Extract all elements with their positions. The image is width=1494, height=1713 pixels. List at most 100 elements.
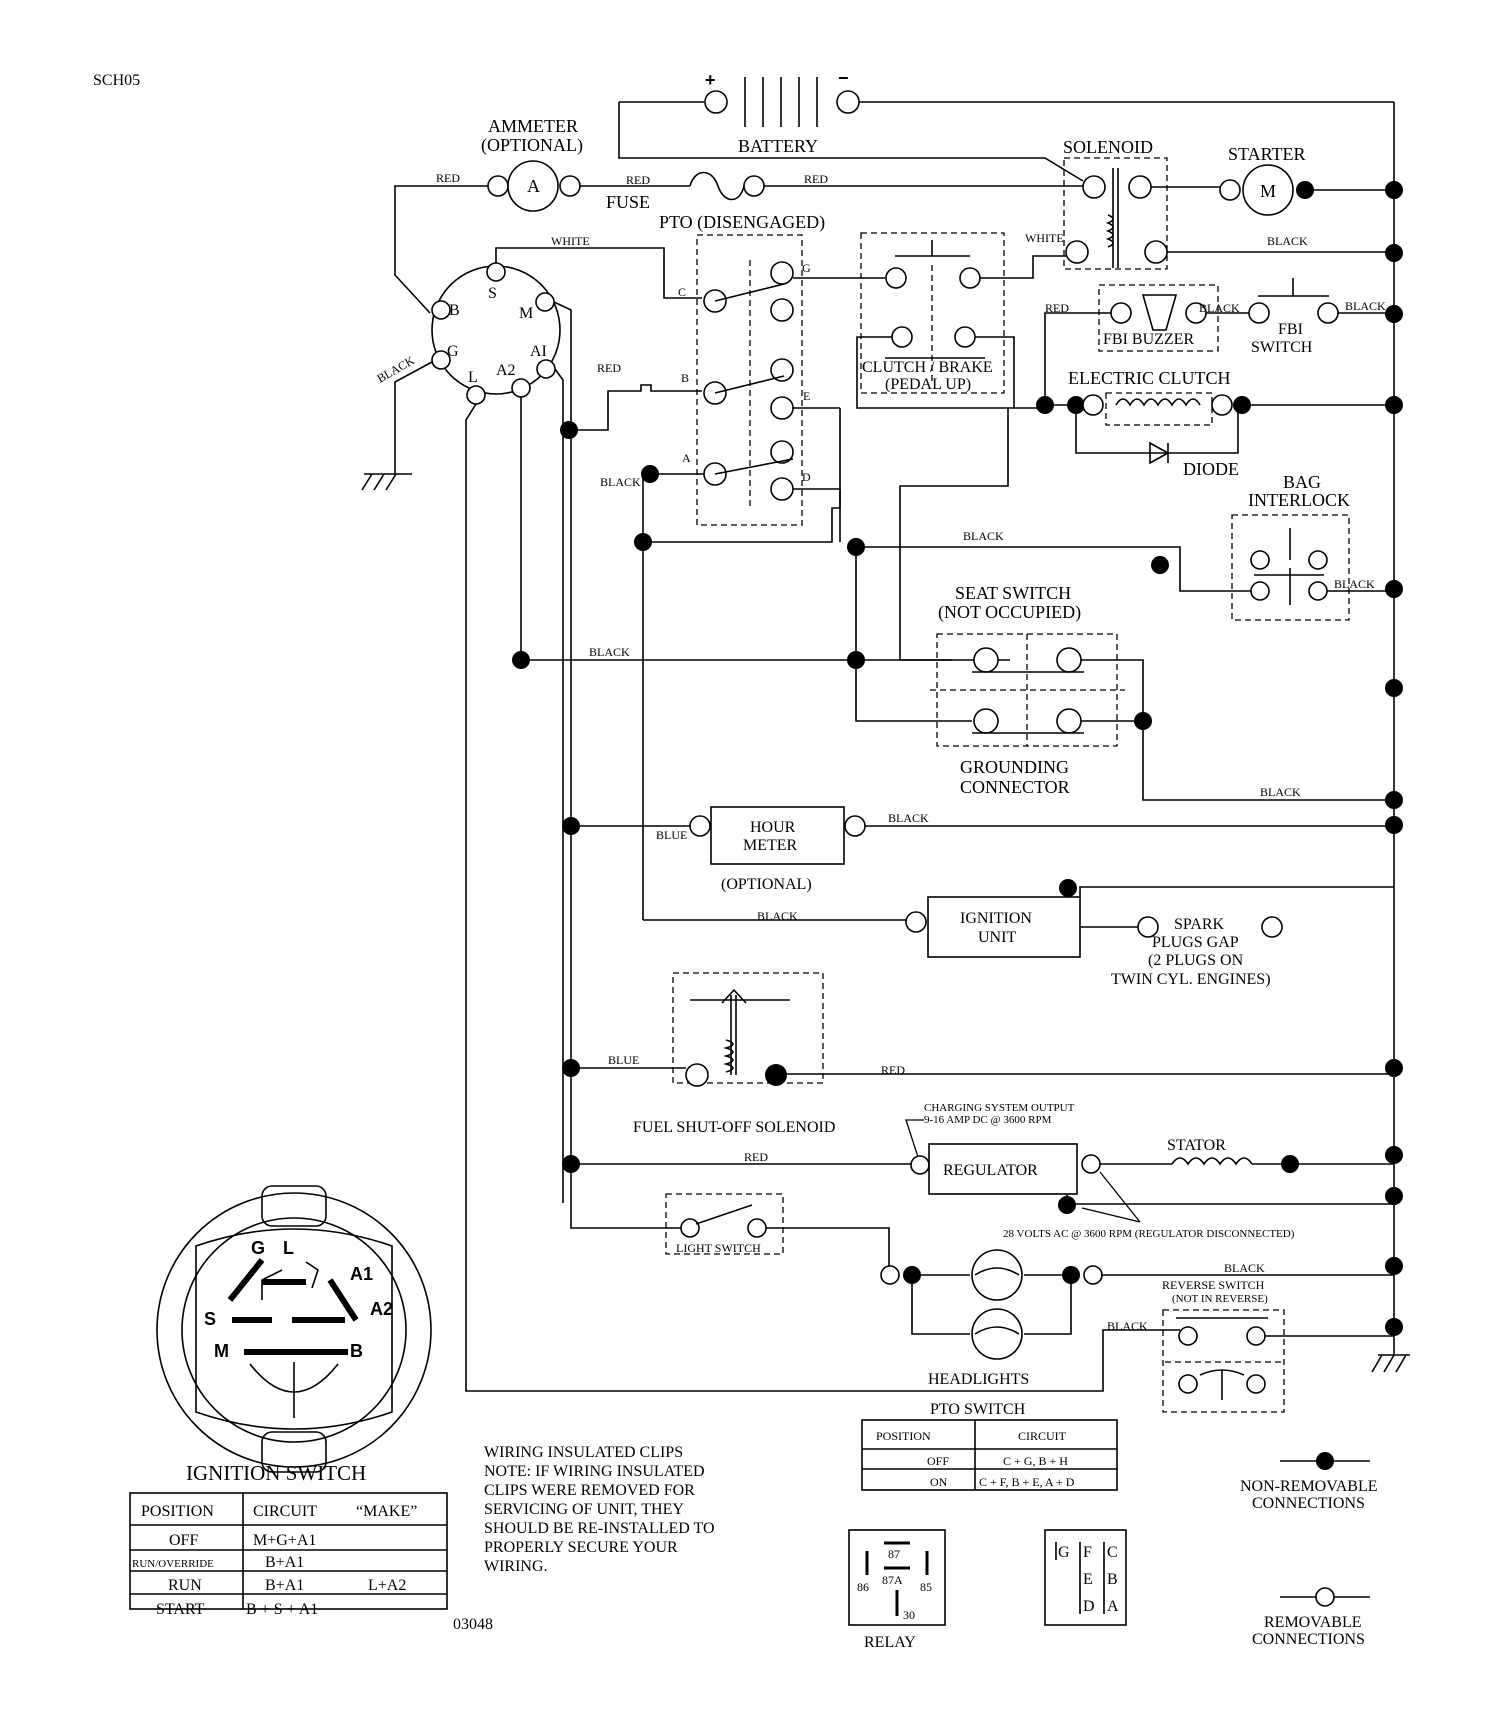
wire-label-black-pto-a: BLACK (600, 475, 641, 489)
pto-terminal-e: E (803, 389, 810, 403)
battery-minus: − (838, 68, 849, 88)
ign-table-header-position: POSITION (141, 1503, 214, 1520)
wire-label-black-head: BLACK (1224, 1261, 1265, 1275)
ign-terminal-s: S (488, 285, 497, 302)
ign-row-3-position: RUN (168, 1577, 202, 1594)
battery-plus: + (705, 70, 716, 90)
ign-terminal-l: L (468, 369, 478, 386)
wire-label-red-fuel: RED (881, 1063, 905, 1077)
pto-conn-d: D (1083, 1598, 1095, 1615)
wire-label-black-mid: BLACK (589, 645, 630, 659)
battery-label: BATTERY (738, 136, 818, 156)
wire-label-red-2: RED (626, 173, 650, 187)
wire-label-blue-fuel: BLUE (608, 1053, 639, 1067)
pto-label: PTO (DISENGAGED) (659, 212, 825, 233)
reverse-switch: REVERSE SWITCH (NOT IN REVERSE) BLACK (1107, 1278, 1394, 1413)
note-line-4: SERVICING OF UNIT, THEY (484, 1501, 684, 1518)
bag-interlock: BAG INTERLOCK BLACK BLACK (900, 472, 1394, 621)
hour-meter-label-2: METER (743, 837, 798, 854)
reverse-switch-label-2: (NOT IN REVERSE) (1172, 1293, 1268, 1305)
clutch-brake-label-2: (PEDAL UP) (885, 376, 971, 393)
pto-switch: PTO (DISENGAGED) C G B E A D (650, 212, 885, 526)
legend-non-removable-1: NON-REMOVABLE (1240, 1478, 1377, 1495)
relay-pin-87: 87 (888, 1547, 900, 1561)
legend-removable-2: CONNECTIONS (1252, 1631, 1365, 1648)
charging-output-2: 9-16 AMP DC @ 3600 RPM (924, 1114, 1052, 1126)
document-code: SCH05 (93, 72, 140, 89)
pto-conn-c: C (1107, 1544, 1118, 1561)
fuse: RED FUSE (606, 171, 1083, 212)
ign-face-m: M (214, 1341, 229, 1361)
fbi-switch: BLACK FBI SWITCH (1248, 278, 1394, 356)
fuel-shutoff-solenoid: BLUE RED FUEL SHUT-OFF SOLENOID (562, 972, 1394, 1136)
ign-face-g: G (251, 1238, 265, 1258)
seat-switch: SEAT SWITCH (NOT OCCUPIED) BLACK GROUNDI… (930, 583, 1394, 801)
ignition-unit: IGNITION UNIT SPARK PLUGS GAP (2 PLUGS O… (905, 879, 1394, 988)
ignition-switch-schematic: S B M G L A2 AI BLACK WHITE (361, 234, 1180, 1392)
ammeter-symbol: A (527, 176, 540, 196)
headlights: BLACK HEADLIGHTS (880, 1249, 1394, 1388)
fbi-switch-label-2: SWITCH (1251, 339, 1313, 356)
stator-label: STATOR (1167, 1137, 1226, 1154)
clutch-brake-switch: CLUTCH / BRAKE (PEDAL UP) WHITE (856, 231, 1066, 409)
relay: 87 87A 86 85 30 RELAY (848, 1529, 946, 1651)
bag-interlock-label-2: INTERLOCK (1248, 490, 1350, 510)
spark-plugs-label-2: PLUGS GAP (1152, 934, 1239, 951)
pto-terminal-c: C (678, 285, 686, 299)
ign-face-s: S (204, 1309, 216, 1329)
pto-table-header-position: POSITION (876, 1429, 931, 1443)
wire-label-black-solenoid: BLACK (1267, 234, 1308, 248)
starter-symbol: M (1260, 181, 1276, 201)
electric-clutch: ELECTRIC CLUTCH DIODE (1036, 368, 1394, 479)
legend-removable-1: REMOVABLE (1264, 1614, 1362, 1631)
ignition-unit-label-2: UNIT (978, 929, 1016, 946)
ign-row-2-position: RUN/OVERRIDE (132, 1558, 214, 1570)
wire-label-white-1: WHITE (551, 234, 590, 248)
ign-table-header-make: “MAKE” (356, 1503, 417, 1520)
spark-plugs-label-3: (2 PLUGS ON (1148, 952, 1244, 969)
ammeter-label-1: AMMETER (488, 116, 578, 136)
grounding-connector-label-1: GROUNDING (960, 757, 1069, 777)
fbi-buzzer-label: FBI BUZZER (1103, 331, 1194, 348)
note-line-7: WIRING. (484, 1558, 548, 1575)
legend: NON-REMOVABLE CONNECTIONS REMOVABLE CONN… (1240, 1452, 1377, 1648)
ammeter-label-2: (OPTIONAL) (481, 135, 583, 156)
ign-row-3-circuit: B+A1 (265, 1577, 304, 1594)
pto-conn-a: A (1107, 1598, 1119, 1615)
wire-label-red-3: RED (804, 172, 828, 186)
note-line-2: NOTE: IF WIRING INSULATED (484, 1463, 705, 1480)
reverse-switch-label-1: REVERSE SWITCH (1162, 1278, 1265, 1292)
grounding-connector-label-2: CONNECTOR (960, 777, 1070, 797)
note-line-6: PROPERLY SECURE YOUR (484, 1539, 678, 1556)
ign-row-2-circuit: B+A1 (265, 1554, 304, 1571)
ign-terminal-ai: AI (530, 343, 547, 360)
ign-row-3-extra: L+A2 (368, 1577, 406, 1594)
pto-terminal-b: B (681, 371, 689, 385)
relay-pin-86: 86 (857, 1580, 869, 1594)
starter: STARTER M (1219, 144, 1394, 216)
fuse-label: FUSE (606, 192, 650, 212)
ammeter: AMMETER (OPTIONAL) A RED RED (394, 116, 690, 314)
relay-label: RELAY (864, 1634, 916, 1651)
ign-terminal-a2: A2 (496, 362, 516, 379)
ign-table-header-circuit: CIRCUIT (253, 1503, 317, 1520)
pto-conn-e: E (1083, 1571, 1093, 1588)
relay-pin-85: 85 (920, 1580, 932, 1594)
ign-row-1-circuit: M+G+A1 (253, 1532, 316, 1549)
ign-face-l: L (283, 1238, 294, 1258)
seat-switch-label-2: (NOT OCCUPIED) (938, 602, 1081, 623)
solenoid-label: SOLENOID (1063, 137, 1153, 157)
wire-label-blue-hour: BLUE (656, 828, 687, 842)
pto-terminal-g: G (802, 261, 811, 275)
pto-conn-f: F (1083, 1544, 1092, 1561)
wire-label-black-fbi-2: BLACK (1345, 299, 1386, 313)
hour-meter-label-1: HOUR (750, 819, 796, 836)
pto-conn-g: G (1058, 1544, 1070, 1561)
note-line-5: SHOULD BE RE-INSTALLED TO (484, 1520, 715, 1537)
starter-label: STARTER (1228, 144, 1305, 164)
spark-plugs-label-4: TWIN CYL. ENGINES) (1111, 971, 1271, 988)
hour-meter: HOUR METER BLUE BLACK (OPTIONAL) (562, 806, 1394, 893)
pto-row-2-position: ON (930, 1475, 948, 1489)
pto-row-2-circuit: C + F, B + E, A + D (979, 1475, 1075, 1489)
wire-label-red-reg: RED (744, 1150, 768, 1164)
